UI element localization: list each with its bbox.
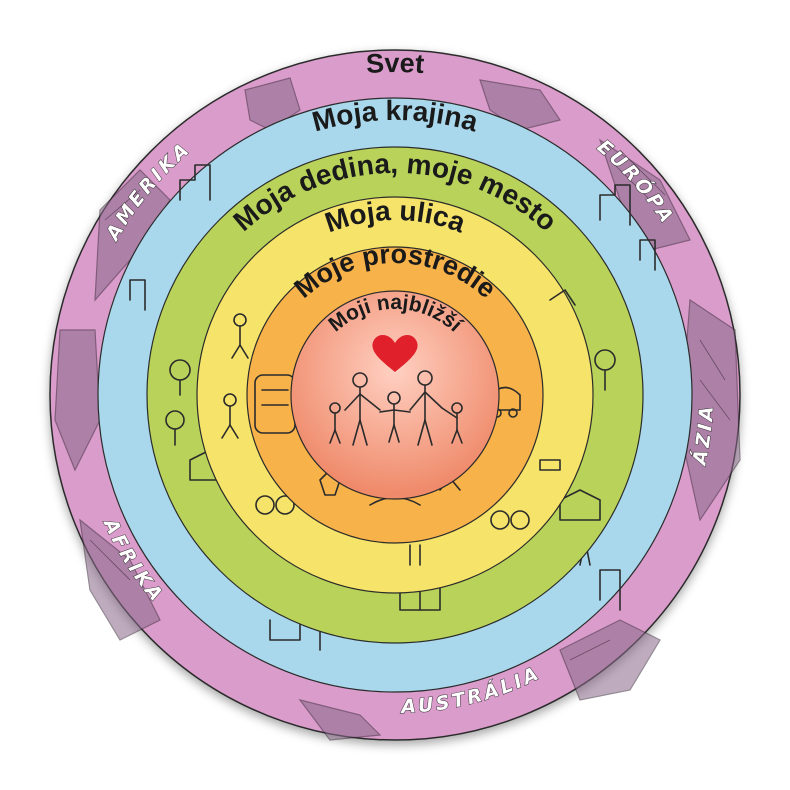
core-najblizsi: [290, 290, 500, 500]
family-icon: [329, 370, 463, 446]
heart-icon: [372, 334, 418, 372]
label-svet: Svet: [365, 48, 425, 79]
street-sketches: [221, 289, 576, 566]
